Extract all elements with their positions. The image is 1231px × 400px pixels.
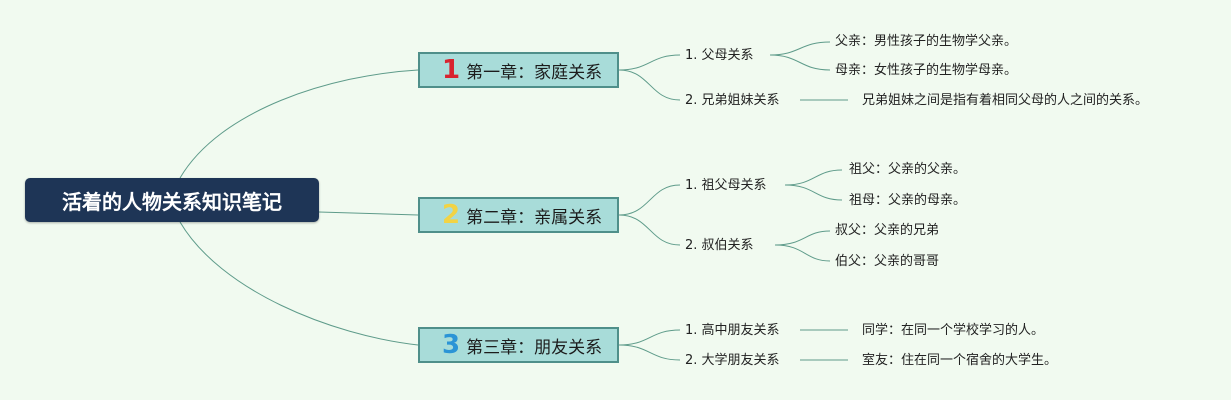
leaf-note[interactable]: 伯父：父亲的哥哥 (835, 254, 940, 269)
root-topic[interactable]: 活着的人物关系知识笔记 (25, 178, 319, 222)
subtopic-2-2[interactable]: 2. 叔伯关系 (685, 238, 754, 253)
chapter-title: 第三章：朋友关系 (466, 337, 603, 358)
leaf-note[interactable]: 兄弟姐妹之间是指有着相同父母的人之间的关系。 (862, 93, 1149, 108)
subtopic-3-2[interactable]: 2. 大学朋友关系 (685, 353, 780, 368)
leaf-note[interactable]: 母亲：女性孩子的生物学母亲。 (835, 63, 1018, 78)
chapter-title: 第一章：家庭关系 (466, 62, 603, 83)
subtopic-3-1[interactable]: 1. 高中朋友关系 (685, 323, 780, 338)
leaf-note[interactable]: 祖父：父亲的父亲。 (849, 162, 967, 177)
subtopic-1-2[interactable]: 2. 兄弟姐妹关系 (685, 93, 780, 108)
chapter-2-node[interactable]: 2 第二章：亲属关系 (418, 197, 619, 233)
root-title: 活着的人物关系知识笔记 (62, 189, 282, 214)
chapter-number: 2 (442, 200, 461, 230)
subtopic-2-1[interactable]: 1. 祖父母关系 (685, 178, 767, 193)
leaf-note[interactable]: 室友：住在同一个宿舍的大学生。 (862, 353, 1058, 368)
leaf-note[interactable]: 叔父：父亲的兄弟 (835, 223, 940, 238)
chapter-1-node[interactable]: 1 第一章：家庭关系 (418, 52, 619, 88)
chapter-number: 1 (442, 55, 461, 85)
subtopic-1-1[interactable]: 1. 父母关系 (685, 48, 754, 63)
leaf-note[interactable]: 父亲：男性孩子的生物学父亲。 (835, 34, 1018, 49)
chapter-title: 第二章：亲属关系 (466, 207, 603, 228)
leaf-note[interactable]: 祖母：父亲的母亲。 (849, 193, 967, 208)
chapter-number: 3 (442, 330, 461, 360)
chapter-3-node[interactable]: 3 第三章：朋友关系 (418, 327, 619, 363)
leaf-note[interactable]: 同学：在同一个学校学习的人。 (862, 323, 1045, 338)
